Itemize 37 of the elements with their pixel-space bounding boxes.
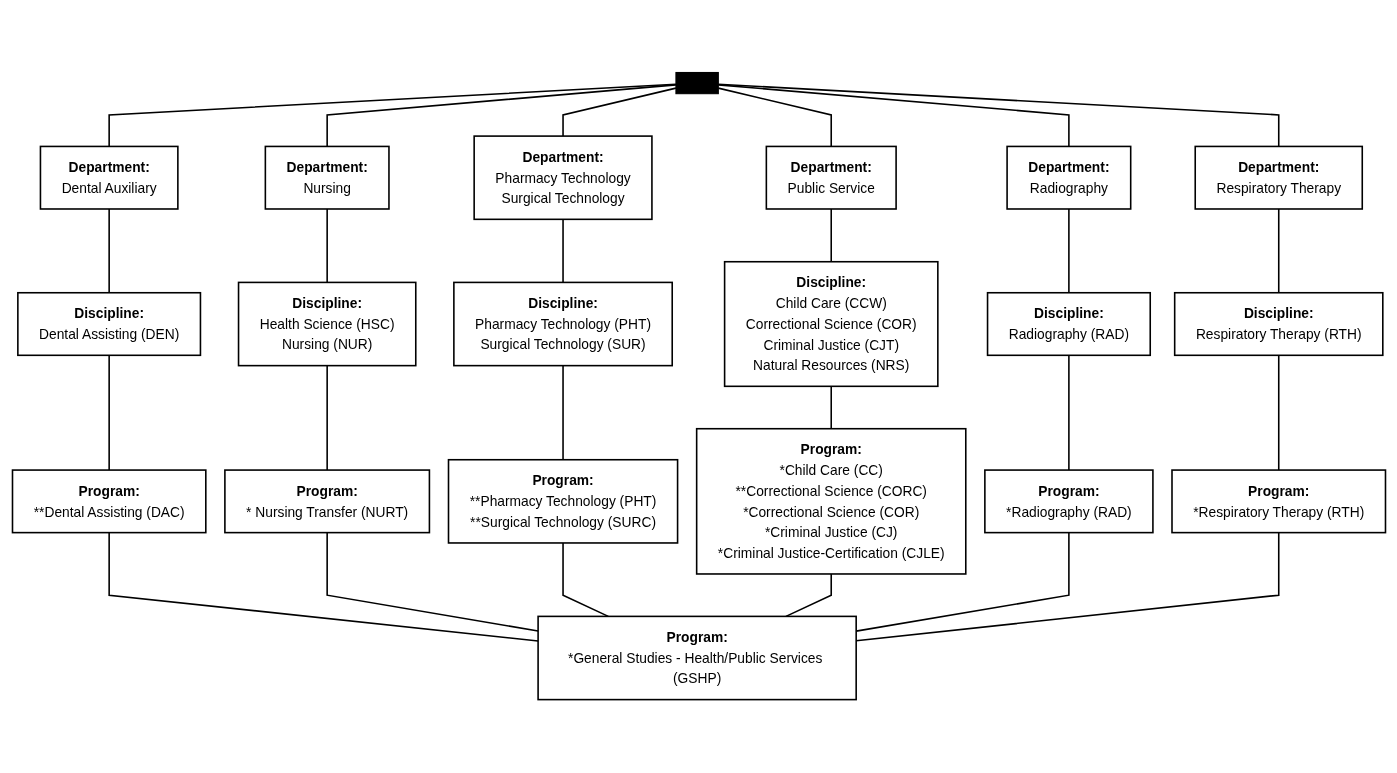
connector bbox=[107, 208, 110, 294]
node-box: Program: **Pharmacy Technology (PHT) **Surgical Technology (SURC) bbox=[447, 459, 678, 545]
connector bbox=[829, 208, 832, 263]
connector bbox=[784, 573, 832, 618]
node-box: Program: *General Studies - Health/Public Services (GSHP) bbox=[536, 616, 857, 701]
connector bbox=[1277, 208, 1280, 294]
node-box: Discipline: Child Care (CCW) Correctional Science (COR) Criminal Justice (CJT) Natural Resources (NRS) bbox=[723, 261, 939, 388]
node-box: Department: Radiography bbox=[1005, 146, 1131, 211]
node-box: Program: * Nursing Transfer (NURT) bbox=[223, 469, 430, 534]
connector bbox=[561, 219, 564, 284]
connector bbox=[1067, 208, 1070, 294]
connector bbox=[107, 354, 110, 472]
node-box: Discipline: Dental Assisting (DEN) bbox=[16, 292, 201, 357]
node-box: Department: Public Service bbox=[765, 146, 897, 211]
node-box: Program: **Dental Assisting (DAC) bbox=[11, 469, 207, 534]
connector bbox=[561, 542, 609, 618]
connector bbox=[325, 365, 328, 472]
node-box: Department: Respiratory Therapy bbox=[1193, 146, 1363, 211]
connector bbox=[829, 385, 832, 430]
node-box: Discipline: Health Science (HSC) Nursing (NUR) bbox=[237, 282, 417, 367]
node-box: Discipline: Radiography (RAD) bbox=[986, 292, 1151, 357]
node-box: Program: *Respiratory Therapy (RTH) bbox=[1170, 469, 1386, 534]
node-box: Department: Dental Auxiliary bbox=[39, 146, 179, 211]
node-box: Program: *Child Care (CC) **Correctional Science (CORC) *Correctional Science (COR) *Criminal Justice (CJ) *Criminal Justice-Certification (CJLE) bbox=[695, 428, 967, 576]
connector bbox=[1277, 354, 1280, 472]
connector bbox=[325, 208, 328, 284]
connector bbox=[717, 87, 832, 148]
node-box: Department: Pharmacy Technology Surgical Technology bbox=[472, 135, 653, 221]
connector bbox=[717, 83, 1280, 148]
node-box: Discipline: Pharmacy Technology (PHT) Surgical Technology (SUR) bbox=[452, 282, 673, 367]
connector bbox=[717, 84, 1070, 148]
connector bbox=[561, 365, 564, 461]
node-box: Department: Nursing bbox=[264, 146, 390, 211]
connector bbox=[1067, 354, 1070, 472]
node-box: Discipline: Respiratory Therapy (RTH) bbox=[1173, 292, 1384, 357]
node-box: Program: *Radiography (RAD) bbox=[983, 469, 1154, 534]
node-bar bbox=[674, 72, 719, 95]
